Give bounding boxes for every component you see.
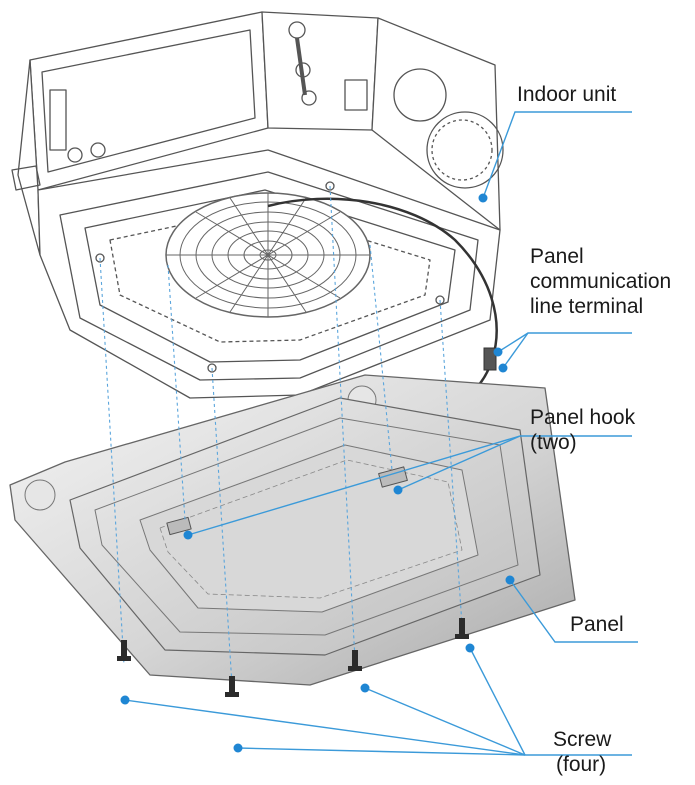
fan-grille (165, 192, 371, 318)
label-panel-hook: Panel hook (two) (530, 405, 635, 455)
label-comm-terminal-line-1: Panel (530, 245, 584, 268)
screw-icon (117, 618, 469, 697)
label-screw-line-1: Screw (553, 728, 612, 751)
alignment-guides (99, 185, 463, 686)
label-screw-line-2: (four) (556, 753, 607, 776)
label-comm-terminal-line-3: line terminal (530, 295, 644, 318)
label-panel-hook-line-2: (two) (530, 431, 577, 454)
leader-lines (124, 111, 638, 756)
comm-terminal-connector (483, 347, 497, 371)
label-comm-terminal: Panel communication line terminal (530, 244, 671, 319)
label-indoor-unit: Indoor unit (517, 82, 616, 107)
label-panel: Panel (570, 612, 624, 637)
label-panel-text: Panel (570, 613, 624, 636)
panel-illustration (9, 374, 576, 686)
label-indoor-unit-text: Indoor unit (517, 83, 617, 106)
label-screw: Screw (four) (553, 727, 611, 777)
leader-dots (120, 193, 515, 753)
label-panel-hook-line-1: Panel hook (530, 406, 636, 429)
label-comm-terminal-line-2: communication (530, 270, 672, 293)
